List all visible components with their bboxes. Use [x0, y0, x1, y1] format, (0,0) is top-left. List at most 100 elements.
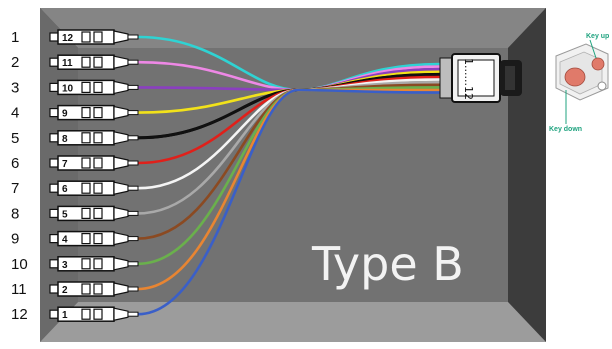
connector-latch-b [93, 283, 103, 295]
row-number: 12 [11, 306, 28, 323]
connector-tail [127, 236, 139, 242]
connector-1: 12 [49, 29, 139, 45]
connector-number: 5 [62, 209, 68, 220]
connector-boot [113, 55, 129, 69]
connector-latch-b [93, 258, 103, 270]
row-number: 5 [11, 130, 19, 147]
connector-number: 4 [62, 235, 68, 246]
connector-2: 11 [49, 54, 139, 70]
connector-cap [49, 57, 59, 67]
connector-cap [49, 133, 59, 143]
connector-tail [127, 110, 139, 116]
connector-latch-a [81, 233, 91, 245]
connector-cap [49, 183, 59, 193]
connector-latch-a [81, 182, 91, 194]
connector-boot [113, 282, 129, 296]
connector-number: 6 [62, 184, 68, 195]
connector-7: 6 [49, 180, 139, 196]
connector-latch-b [93, 81, 103, 94]
connector-cap [49, 107, 59, 118]
connector-6: 7 [49, 155, 139, 171]
row-number: 7 [11, 180, 19, 197]
row-number: 10 [11, 256, 28, 273]
connector-tail [127, 135, 139, 141]
connector-11: 2 [49, 281, 139, 297]
connector-boot [113, 181, 129, 195]
mpo-face [457, 59, 495, 97]
connector-number: 8 [62, 134, 68, 145]
connector-tail [127, 84, 139, 90]
connector-cap [49, 82, 59, 93]
connector-9: 4 [49, 230, 139, 247]
connector-latch-b [93, 207, 103, 219]
key-diagram: Key up Key down [549, 33, 609, 133]
connector-boot [113, 257, 129, 271]
connector-latch-b [93, 106, 103, 119]
connector-latch-a [81, 31, 91, 43]
connector-cap [49, 208, 59, 218]
row-number: 11 [11, 281, 27, 298]
row-number: 8 [11, 205, 19, 222]
connector-tail [127, 311, 139, 317]
key-pin-hole [597, 81, 607, 91]
connector-tail [127, 34, 139, 40]
connector-latch-b [93, 233, 103, 245]
connector-latch-b [93, 31, 103, 43]
row-number: 2 [11, 54, 19, 71]
key-pad-up [591, 57, 605, 71]
connector-tail [127, 210, 139, 216]
connector-boot [113, 206, 129, 221]
connector-latch-a [81, 132, 91, 144]
connector-tail [127, 185, 139, 191]
connector-number: 1 [62, 310, 68, 321]
connector-boot [113, 307, 129, 321]
mpo-boot [439, 57, 453, 99]
row-number: 9 [11, 231, 19, 248]
key-up-label: Key up [586, 33, 609, 40]
row-number: 3 [11, 79, 19, 96]
connector-latch-a [81, 106, 91, 119]
connector-number: 9 [62, 109, 68, 120]
connector-tail [127, 160, 139, 166]
box-bevel-right [508, 8, 546, 342]
connector-latch-a [81, 283, 91, 295]
connector-latch-b [93, 56, 103, 68]
connector-latch-b [93, 132, 103, 144]
connector-boot [113, 80, 129, 95]
connector-boot [113, 231, 129, 246]
connector-latch-a [81, 308, 91, 320]
connector-boot [113, 105, 129, 120]
connector-tail [127, 59, 139, 65]
row-number: 1 [11, 29, 19, 46]
connector-cap [49, 234, 59, 244]
connector-8: 5 [49, 205, 139, 222]
connector-5: 8 [49, 130, 139, 146]
connector-latch-b [93, 308, 103, 320]
key-pad-down [564, 67, 586, 87]
connector-number: 3 [62, 260, 68, 271]
connector-latch-a [81, 258, 91, 270]
key-up-pointer [589, 39, 597, 59]
connector-10: 3 [49, 256, 139, 272]
row-number: 6 [11, 155, 19, 172]
connector-cap [49, 284, 59, 294]
box-title: Type B [311, 237, 464, 291]
mpo-ferrule-inner [505, 66, 515, 90]
connector-latch-a [81, 207, 91, 219]
connector-cap [49, 259, 59, 269]
connector-latch-a [81, 81, 91, 94]
connector-latch-b [93, 157, 103, 169]
fiber-bundle [136, 35, 442, 316]
box-bevel-bottom [40, 302, 546, 342]
connector-latch-a [81, 157, 91, 169]
connector-cap [49, 32, 59, 42]
fiber-12 [136, 88, 442, 316]
mpo-connector: 1......12 [439, 53, 522, 103]
connector-latch-b [93, 182, 103, 194]
connector-tail [127, 261, 139, 267]
connector-boot [113, 131, 129, 145]
connector-number: 7 [62, 159, 68, 170]
